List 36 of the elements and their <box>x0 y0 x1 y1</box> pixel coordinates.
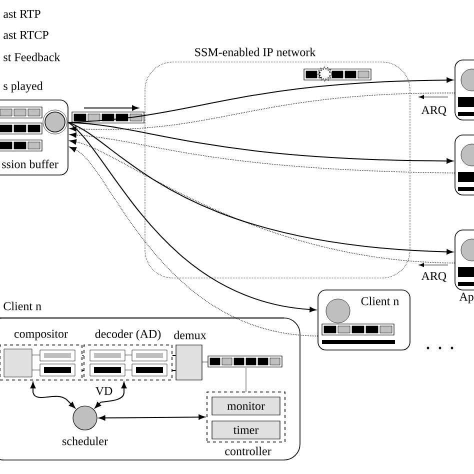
arq-label: ARQ <box>421 272 446 282</box>
legend-entry: st Feedback <box>4 52 60 62</box>
client-box: Client n <box>318 290 410 350</box>
server-box: ssion buffer <box>0 100 68 176</box>
timer-box: timer <box>212 420 280 440</box>
arrow <box>172 355 176 371</box>
node-label: compositor <box>14 330 68 340</box>
client-box <box>454 134 474 196</box>
arrow <box>98 414 206 421</box>
node-label: demux <box>174 330 206 340</box>
arrow <box>30 382 76 408</box>
node-label: controller <box>225 446 272 456</box>
node-label: decoder (AD) <box>95 330 161 340</box>
arrow <box>70 132 455 174</box>
demux-box: demux <box>174 330 206 380</box>
arrow <box>68 122 454 164</box>
node-label: Client n <box>4 302 42 310</box>
node-label: Ap <box>459 292 474 304</box>
arrow <box>68 122 316 312</box>
decoder-box: decoder (AD) VD <box>84 330 172 396</box>
legend-entry: ast RTCP <box>4 30 48 40</box>
legend-entry: ast RTP <box>4 10 40 18</box>
arrow <box>82 355 84 371</box>
node-label: scheduler <box>62 436 108 446</box>
client-box: Ap <box>454 230 474 304</box>
arq-label: ARQ <box>421 106 446 116</box>
arrow <box>68 122 454 254</box>
monitor-box: monitor <box>212 396 280 416</box>
arrow <box>69 146 318 336</box>
network-title: SSM-enabled IP network <box>195 48 316 56</box>
compositor-box: compositor <box>0 330 82 380</box>
arrow <box>70 92 455 132</box>
node-label: VD <box>95 386 112 396</box>
arrow <box>69 139 455 264</box>
client-box <box>454 60 474 120</box>
arrow <box>94 382 127 408</box>
